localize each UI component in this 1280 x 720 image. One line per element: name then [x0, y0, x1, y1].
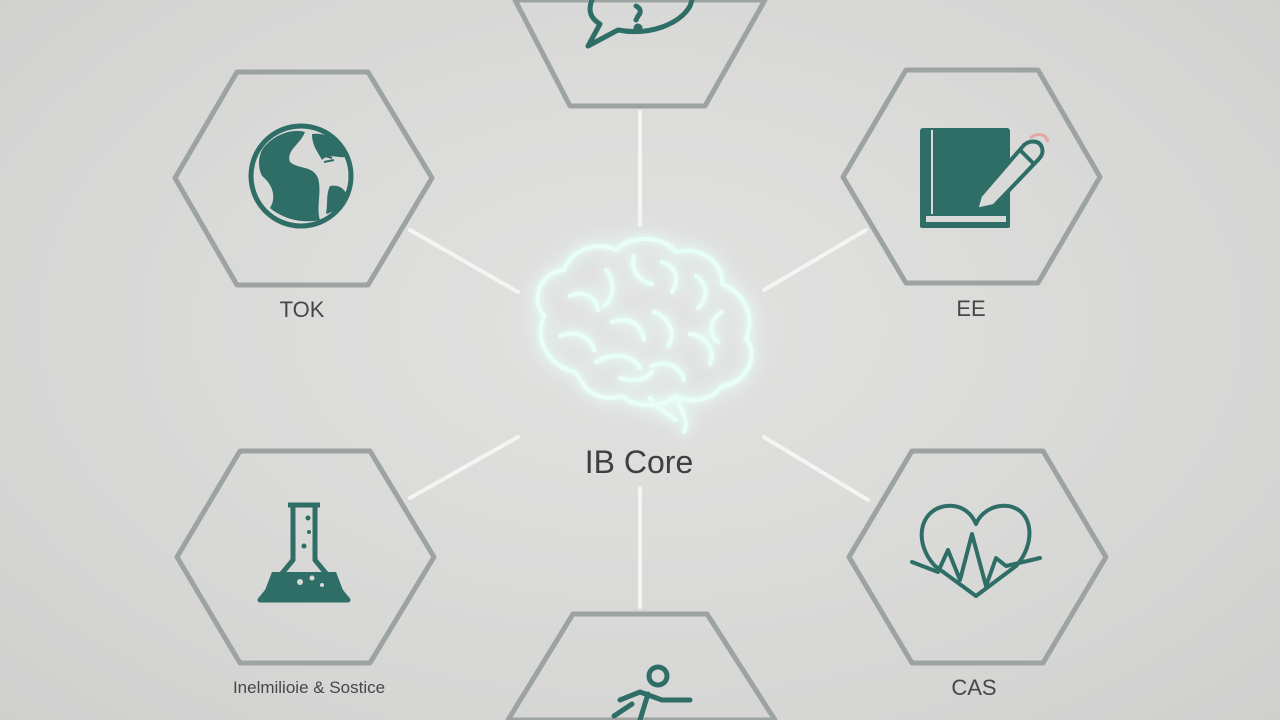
- hexagon-tok: [172, 69, 435, 288]
- book-pencil-icon: [920, 128, 1050, 228]
- flask-icon: [257, 502, 351, 603]
- node-label-tok: TOK: [279, 297, 325, 322]
- node-label-sciences: Inelmilioie & Sostice: [232, 678, 386, 697]
- center-label: IB Core: [584, 444, 694, 480]
- hexagon-cas: [846, 448, 1109, 666]
- hexagon-sci: [174, 448, 437, 666]
- hexagon-ee: [840, 67, 1103, 286]
- connector-ee: [762, 228, 868, 292]
- running-person-icon: [611, 664, 693, 720]
- node-label-cas: CAS: [951, 675, 997, 700]
- heartbeat-icon: [910, 503, 1042, 598]
- connector-sci: [408, 435, 520, 500]
- connector-cas: [762, 435, 870, 502]
- node-label-ee: EE: [956, 296, 986, 321]
- globe-icon: [248, 123, 354, 229]
- hexagon-bottom: [505, 611, 778, 720]
- brain-icon: [535, 236, 754, 434]
- hexagon-top: [512, 0, 768, 109]
- connectors: [408, 110, 870, 609]
- speech-bubble-question-icon: [585, 0, 695, 49]
- connector-tok: [408, 228, 520, 294]
